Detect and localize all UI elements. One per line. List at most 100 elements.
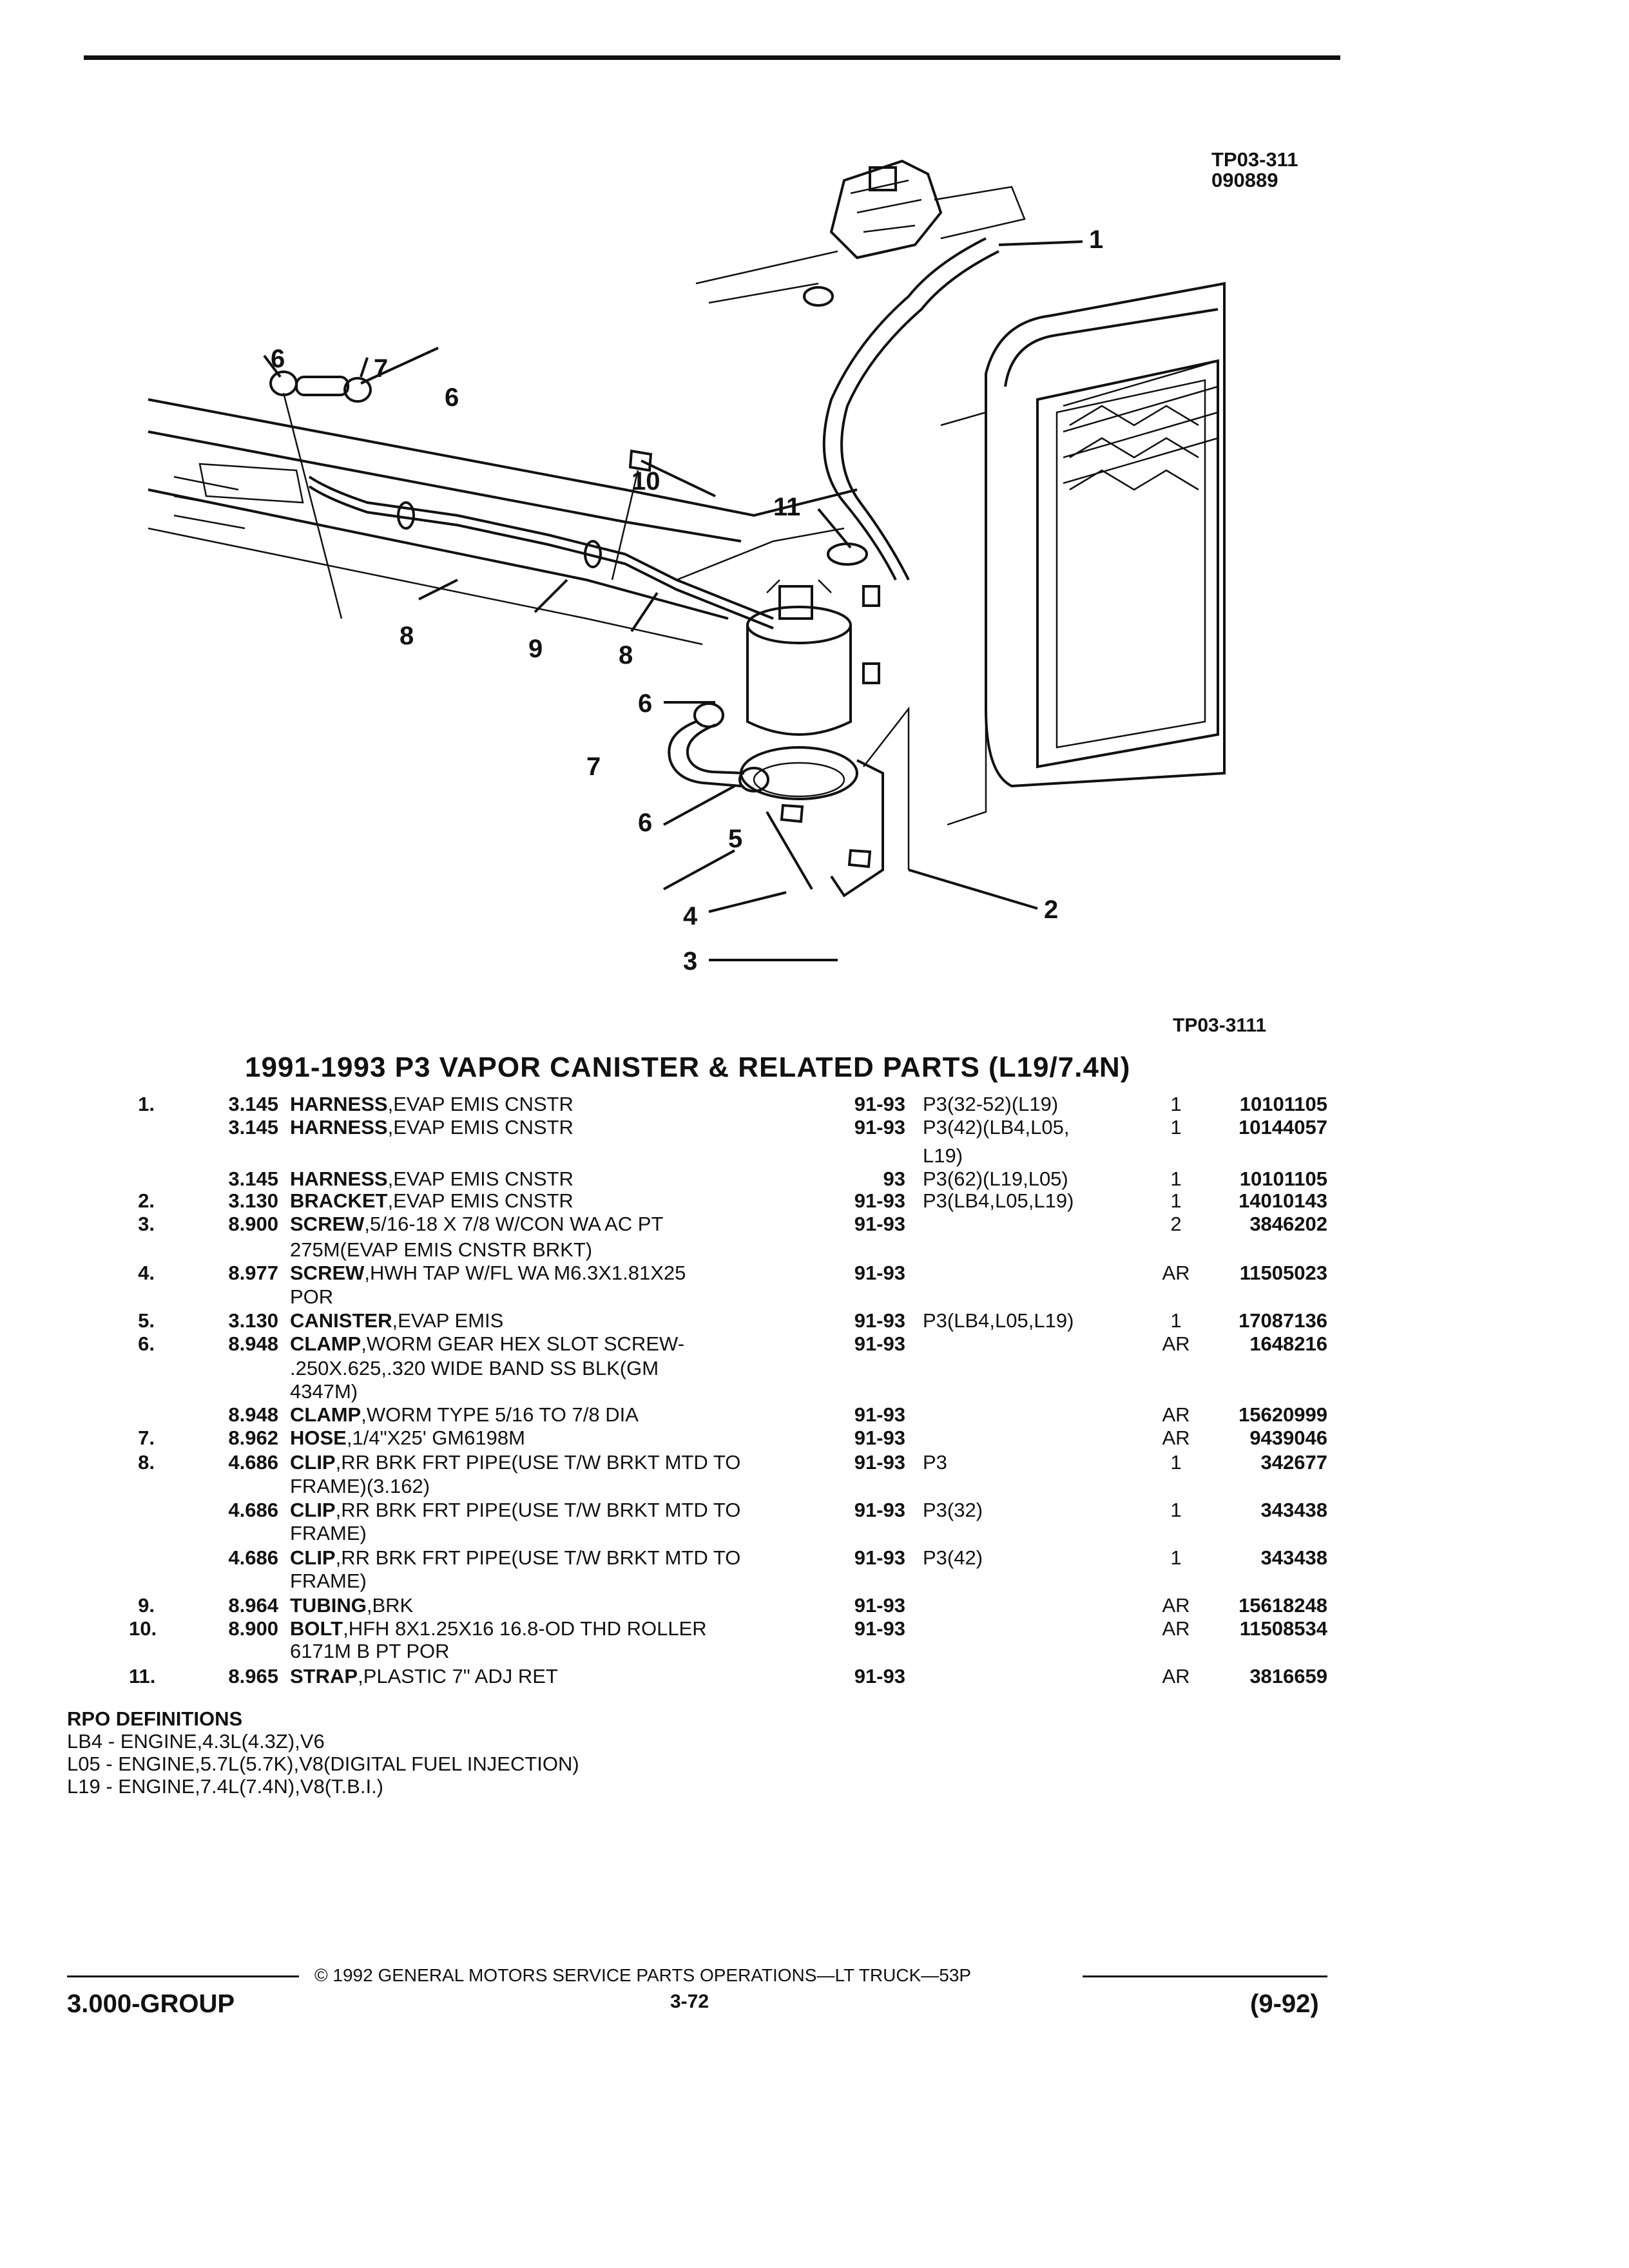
part-number: 11508534 [1239,1617,1327,1640]
footer-rule-left [67,1975,299,1977]
part-name: TUBING [290,1594,367,1617]
group-number: 4.686 [228,1451,278,1474]
quantity: AR [1162,1594,1190,1617]
quantity: 1 [1170,1451,1182,1474]
footer-group: 3.000-GROUP [67,1990,235,2018]
group-number: 4.686 [228,1499,278,1521]
callout-8-right: 8 [619,641,633,669]
figure-ref-code: TP03-311 [1211,148,1298,171]
item-number: 11. [129,1665,156,1687]
part-description: HARNESS,EVAP EMIS CNSTR [290,1093,574,1116]
model-years: 91-93 [854,1309,905,1332]
continuation-clip-a: FRAME)(3.162) [290,1475,430,1497]
part-name: CLAMP [290,1332,361,1355]
part-description-detail: ,WORM GEAR HEX SLOT SCREW- [361,1332,685,1355]
part-description-detail: ,HFH 8X1.25X16 16.8-OD THD ROLLER [343,1617,707,1640]
item-number: 2. [138,1189,155,1212]
item-number: 10. [129,1617,157,1640]
part-name: CANISTER [290,1309,392,1332]
harness-drawing [822,237,999,581]
model-years: 91-93 [854,1093,905,1115]
continuation-clamp-b: 4347M) [290,1380,358,1403]
part-name: BOLT [290,1617,343,1640]
footer-date: (9-92) [1250,1990,1319,2018]
part-description-detail: ,RR BRK FRT PIPE(USE T/W BRKT MTD TO [335,1499,741,1521]
group-number: 3.130 [228,1309,278,1332]
quantity: 1 [1170,1093,1182,1115]
callout-3: 3 [683,947,697,975]
hose-clamps-upper-drawing [269,370,372,619]
part-description-detail: ,EVAP EMIS [392,1309,504,1332]
item-number: 3. [138,1213,155,1235]
part-name: CLAMP [290,1403,361,1426]
item-number: 9. [138,1594,155,1617]
part-description-detail: ,RR BRK FRT PIPE(USE T/W BRKT MTD TO [335,1546,741,1569]
part-number: 10101105 [1239,1093,1327,1115]
continuation-harness: L19) [923,1144,963,1167]
model-usage: P3(62)(L19,L05) [923,1168,1068,1190]
quantity: AR [1162,1403,1190,1426]
rpo-line-l05: L05 - ENGINE,5.7L(5.7K),V8(DIGITAL FUEL … [67,1753,579,1775]
group-number: 3.130 [228,1189,278,1212]
quantity: 1 [1170,1116,1182,1139]
page-title: 1991-1993 P3 VAPOR CANISTER & RELATED PA… [245,1052,1131,1083]
model-years: 91-93 [854,1332,905,1355]
part-description: HOSE,1/4"X25' GM6198M [290,1427,525,1450]
group-number: 8.900 [228,1617,278,1640]
model-years: 91-93 [854,1403,905,1426]
part-number: 3816659 [1249,1665,1327,1687]
continuation-screw-4: POR [290,1285,334,1308]
callout-2: 2 [1044,896,1058,924]
group-number: 8.948 [228,1403,278,1426]
model-usage: P3 [923,1451,947,1474]
callout-7-lower: 7 [586,753,601,781]
continuation-clamp-a: .250X.625,.320 WIDE BAND SS BLK(GM [290,1357,659,1379]
parts-exploded-diagram: 1 2 3 4 5 6 6 6 7 7 8 8 9 10 11 6 [148,159,1226,975]
part-number: 11505023 [1239,1262,1327,1284]
rpo-line-lb4: LB4 - ENGINE,4.3L(4.3Z),V6 [67,1730,325,1753]
item-number: 8. [138,1451,155,1474]
quantity: AR [1162,1262,1190,1284]
part-name: HARNESS [290,1168,388,1190]
quantity: AR [1162,1665,1190,1687]
model-years: 91-93 [854,1262,905,1284]
frame-rail-drawing [148,398,858,646]
callout-6-upper-left: 6 [271,345,285,373]
part-description-detail: ,EVAP EMIS CNSTR [387,1093,574,1115]
leader-lines [263,240,1083,961]
continuation-bolt: 6171M B PT POR [290,1640,450,1662]
part-description-detail: ,HWH TAP W/FL WA M6.3X1.81X25 [364,1262,686,1284]
part-name: CLIP [290,1546,336,1569]
quantity: 1 [1170,1309,1182,1332]
model-years: 91-93 [854,1617,905,1640]
part-name: HOSE [290,1427,347,1449]
throttle-body-drawing [695,159,1026,307]
footer-page-number: 3-72 [670,1991,709,2012]
part-description: SCREW,5/16-18 X 7/8 W/CON WA AC PT [290,1213,663,1236]
group-number: 8.900 [228,1213,278,1235]
model-years: 91-93 [854,1116,905,1139]
group-number: 3.145 [228,1168,278,1190]
part-description-detail: ,WORM TYPE 5/16 TO 7/8 DIA [361,1403,639,1426]
callout-labels: 1 2 3 4 5 6 6 6 7 7 8 8 9 10 11 6 [271,226,1103,975]
part-number: 1648216 [1249,1332,1327,1355]
canister-drawing [746,579,852,736]
part-number: 14010143 [1239,1189,1327,1212]
continuation-clip-c: FRAME) [290,1570,367,1592]
radiator-drawing [940,282,1226,826]
model-years: 91-93 [854,1546,905,1569]
rpo-heading: RPO DEFINITIONS [67,1707,243,1730]
part-number: 342677 [1260,1451,1327,1474]
part-name: HARNESS [290,1116,388,1139]
screws-drawing [780,803,872,869]
part-name: SCREW [290,1262,365,1284]
part-number: 10101105 [1239,1168,1327,1190]
model-years: 91-93 [854,1499,905,1521]
